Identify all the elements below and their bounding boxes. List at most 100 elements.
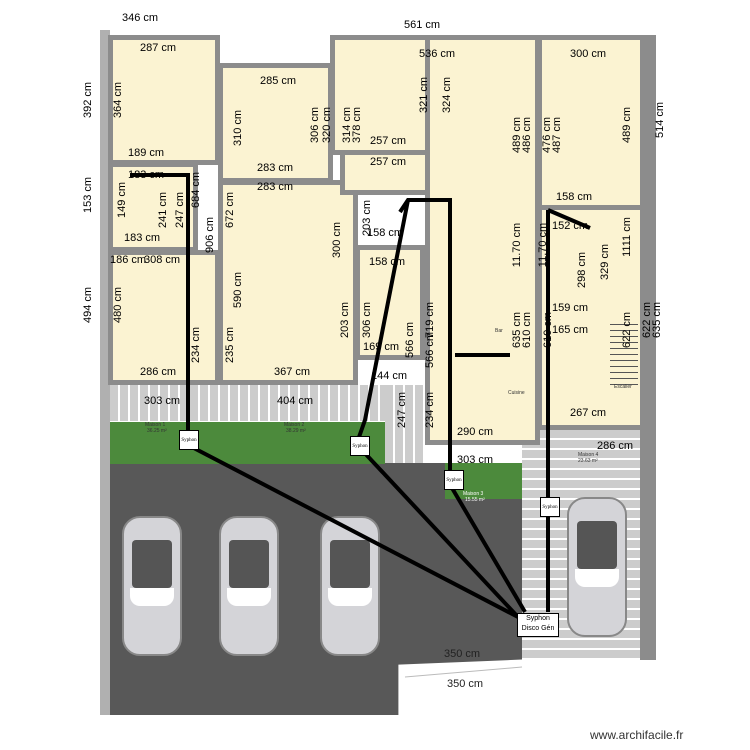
- dimension-label: 159 cm: [551, 302, 589, 314]
- dimension-label-vertical: 622 cm: [621, 311, 633, 349]
- bar-label: Bar: [495, 328, 503, 334]
- dimension-label: 286 cm: [596, 440, 634, 452]
- dimension-label: 183 cm: [123, 232, 161, 244]
- dimension-label-vertical: 480 cm: [112, 286, 124, 324]
- syphon-box: Syphon: [179, 430, 199, 450]
- dimension-label-vertical: 672 cm: [224, 191, 236, 229]
- zone-maison2-area: 38.29 m²: [286, 428, 306, 434]
- dimension-label-vertical: 684 cm: [190, 171, 202, 209]
- dimension-label: 144 cm: [370, 370, 408, 382]
- zone-maison4-area: 23.63 m²: [578, 458, 598, 464]
- syphon-box: Syphon: [540, 497, 560, 517]
- dimension-label-vertical: 610 cm: [542, 311, 554, 349]
- pipe: [398, 198, 452, 478]
- pipe: [130, 173, 190, 438]
- pipe: [450, 486, 527, 614]
- paving-front: [110, 385, 430, 421]
- main-syphon-line2: Disco Gén: [521, 625, 555, 632]
- dimension-label-vertical: 566 cm: [424, 331, 436, 369]
- dimension-label-vertical: 610 cm: [521, 311, 533, 349]
- dimension-label: 287 cm: [139, 42, 177, 54]
- dimension-label: 283 cm: [256, 162, 294, 174]
- room-maison1-bottom: [108, 250, 220, 385]
- dimension-label-vertical: 149 cm: [116, 181, 128, 219]
- dimension-label-vertical: 11.70 cm: [511, 222, 523, 268]
- dimension-label: 300 cm: [569, 48, 607, 60]
- dimension-label: 158 cm: [368, 256, 406, 268]
- watermark: www.archifacile.fr: [590, 728, 684, 742]
- dimension-label-vertical: 635 cm: [651, 301, 663, 339]
- car: [567, 497, 627, 637]
- dimension-label-vertical: 203 cm: [339, 301, 351, 339]
- dimension-label-vertical: 590 cm: [232, 271, 244, 309]
- dimension-label-vertical: 486 cm: [521, 116, 533, 154]
- dimension-label: 286 cm: [139, 366, 177, 378]
- zone-maison2-label: Maison 2: [284, 422, 305, 428]
- dimension-label: 189 cm: [127, 147, 165, 159]
- main-syphon-box: Syphon Disco Gén: [517, 613, 559, 637]
- dimension-label-vertical: 487 cm: [551, 116, 563, 154]
- dimension-label: 169 cm: [362, 341, 400, 353]
- zone-maison4-label: Maison 4: [578, 452, 599, 458]
- dimension-label: 561 cm: [403, 19, 441, 31]
- stairs: [610, 320, 638, 390]
- outer-wall-left: [100, 30, 110, 715]
- zone-maison3-label: Maison 3: [463, 491, 484, 497]
- dimension-label-vertical: 566 cm: [404, 321, 416, 359]
- dimension-line: [404, 666, 523, 678]
- pipe: [547, 208, 591, 230]
- dimension-label-vertical: 392 cm: [82, 81, 94, 119]
- car: [122, 516, 182, 656]
- dimension-label: 257 cm: [369, 156, 407, 168]
- dimension-label: 285 cm: [259, 75, 297, 87]
- dimension-label: 158 cm: [555, 191, 593, 203]
- dimension-label-vertical: 234 cm: [190, 326, 202, 364]
- dimension-label: 267 cm: [569, 407, 607, 419]
- dimension-label-vertical: 378 cm: [351, 106, 363, 144]
- dimension-label-vertical: 494 cm: [82, 286, 94, 324]
- pipe: [187, 443, 519, 619]
- zone-maison1-label: Maison 1: [145, 422, 166, 428]
- dimension-label-vertical: 298 cm: [576, 251, 588, 289]
- dimension-label-vertical: 324 cm: [441, 76, 453, 114]
- dimension-label-vertical: 11.70 cm: [537, 222, 549, 268]
- room-maison4-top: [537, 35, 645, 210]
- dimension-label-vertical: 310 cm: [232, 109, 244, 147]
- dimension-label: 350 cm: [443, 648, 481, 660]
- dimension-label: 350 cm: [446, 678, 484, 690]
- room-maison1-top: [108, 35, 220, 165]
- dimension-label-vertical: 247 cm: [396, 391, 408, 429]
- dimension-label-vertical: 203 cm: [361, 199, 373, 237]
- kitchen-label: Cuisine: [508, 390, 525, 396]
- dimension-label: 186 cm: [109, 254, 147, 266]
- dimension-label: 308 cm: [143, 254, 181, 266]
- pipe: [358, 446, 520, 619]
- dimension-label-vertical: 306 cm: [309, 106, 321, 144]
- main-syphon-line1: Syphon: [526, 615, 550, 622]
- dimension-label: 404 cm: [276, 395, 314, 407]
- dimension-label-vertical: 234 cm: [424, 391, 436, 429]
- dimension-label: 346 cm: [121, 12, 159, 24]
- dimension-label-vertical: 364 cm: [112, 81, 124, 119]
- dimension-label: 183 cm: [127, 169, 165, 181]
- dimension-label-vertical: 489 cm: [621, 106, 633, 144]
- dimension-label: 158 cm: [366, 227, 404, 239]
- syphon-box: Syphon: [444, 470, 464, 490]
- lawn-strip: [110, 422, 385, 464]
- dimension-label: 303 cm: [143, 395, 181, 407]
- dimension-label-vertical: 153 cm: [82, 176, 94, 214]
- dimension-label: 257 cm: [369, 135, 407, 147]
- car: [219, 516, 279, 656]
- dimension-label: 367 cm: [273, 366, 311, 378]
- dimension-label-vertical: 320 cm: [321, 106, 333, 144]
- dimension-label-vertical: 306 cm: [361, 301, 373, 339]
- dimension-label-vertical: 329 cm: [599, 243, 611, 281]
- dimension-label: 283 cm: [256, 181, 294, 193]
- dimension-label-vertical: 906 cm: [204, 216, 216, 254]
- dimension-label-vertical: 514 cm: [654, 101, 666, 139]
- dimension-label-vertical: 1111 cm: [621, 217, 633, 257]
- zone-maison1-area: 36.25 m²: [147, 428, 167, 434]
- stairs-label: Escalier: [614, 384, 632, 390]
- zone-maison3-area: 15.55 m²: [465, 497, 485, 503]
